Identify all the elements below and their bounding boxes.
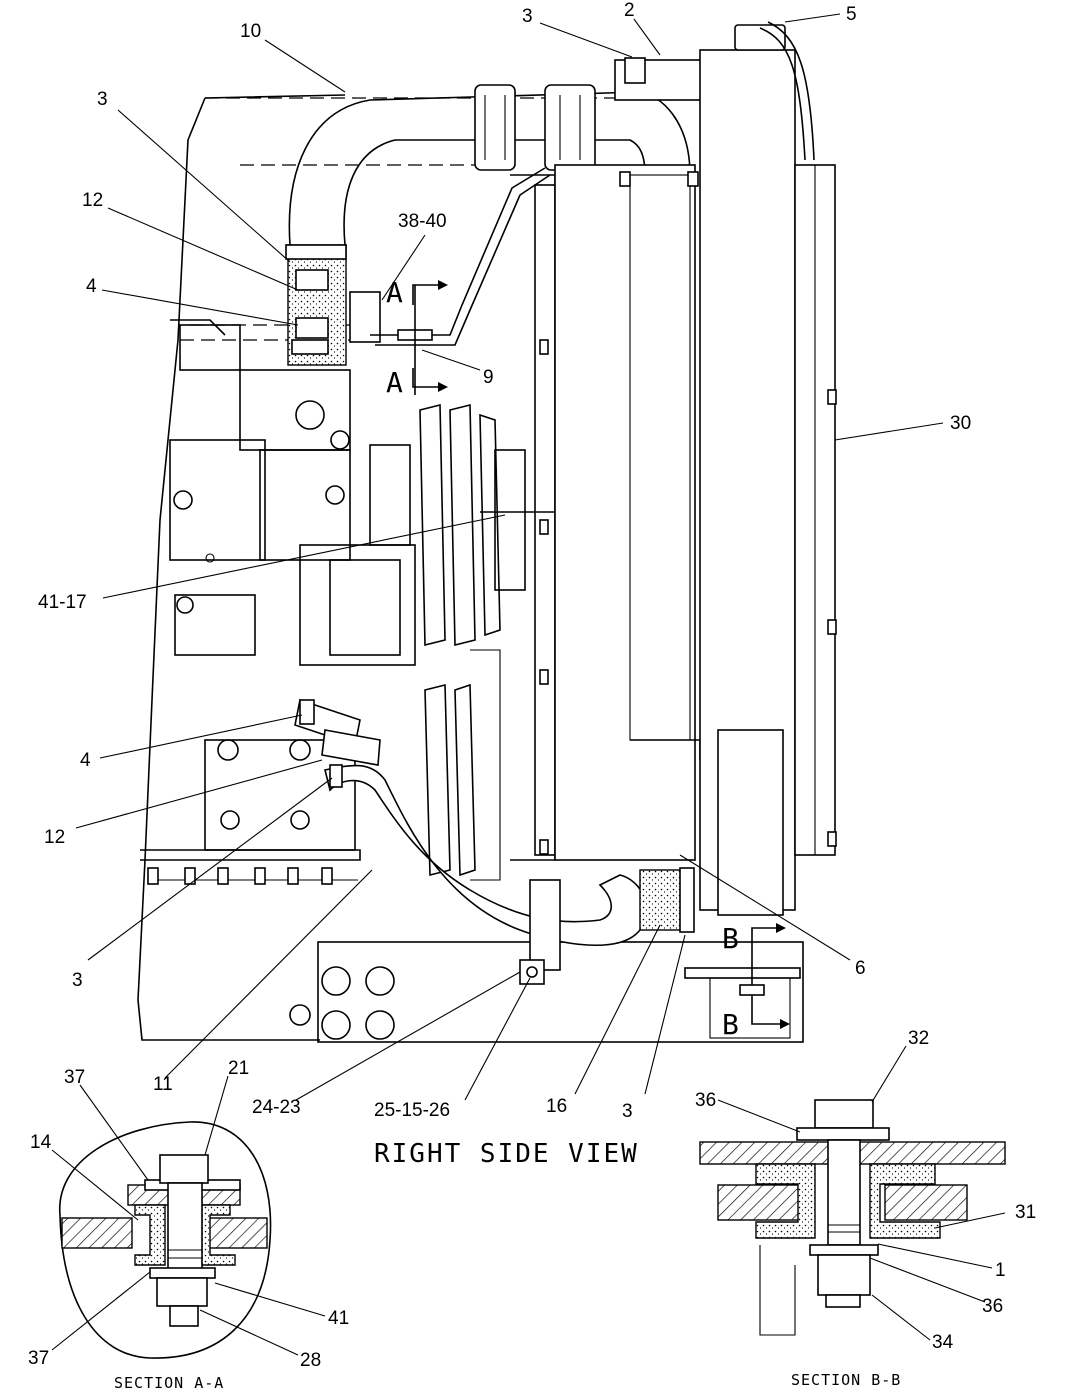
upper-hose [288, 57, 716, 246]
section-a-a-label: SECTION A-A [114, 1374, 224, 1392]
callout-3-top: 3 [522, 6, 533, 27]
section-marker-a: A A [386, 276, 448, 399]
callout-41-17: 41-17 [38, 592, 87, 613]
callout-9: 9 [483, 367, 494, 388]
section-marker-b: B B [722, 922, 790, 1041]
callout-3-lower: 3 [72, 970, 83, 991]
aa-callout-41: 41 [328, 1308, 349, 1329]
callout-11: 11 [153, 1074, 173, 1095]
radiator-bolts [539, 171, 837, 855]
aa-callout-37-top: 37 [64, 1067, 85, 1088]
callout-16: 16 [546, 1096, 567, 1117]
callout-3-left: 3 [97, 89, 108, 110]
bb-callout-36-top: 36 [695, 1090, 716, 1111]
leader-lines [75, 13, 944, 1101]
lower-hose [324, 764, 695, 985]
lower-hose-clamps [294, 698, 381, 788]
fan-drive-pulleys [299, 403, 555, 881]
section-b-b-label: SECTION B-B [791, 1371, 901, 1389]
bb-callout-36-bottom: 36 [982, 1296, 1003, 1317]
callout-25-15-26: 25-15-26 [374, 1100, 450, 1121]
section-b-b-detail: 32 36 31 1 36 34 SECTION B-B [695, 1028, 1036, 1389]
callout-2: 2 [624, 0, 635, 21]
bb-callout-1: 1 [995, 1260, 1006, 1281]
callout-30: 30 [950, 413, 971, 434]
callout-5: 5 [846, 4, 857, 25]
bracket-rod [370, 167, 551, 395]
mount-bracket-b [684, 950, 801, 1039]
section-a-a-detail: 37 21 14 41 37 28 SECTION A-A [28, 1058, 349, 1392]
aa-callout-14: 14 [30, 1132, 52, 1153]
callout-3-bottom: 3 [622, 1101, 633, 1122]
plate-bolts [289, 966, 395, 1040]
callout-12-upper: 12 [82, 190, 103, 211]
callout-labels: 3 2 5 10 3 12 38-40 4 9 30 41-17 4 12 3 … [38, 0, 971, 1122]
callout-6: 6 [855, 958, 866, 979]
section-a-top-letter: A [386, 276, 403, 309]
bb-callout-31: 31 [1015, 1202, 1036, 1223]
bb-callout-32: 32 [908, 1028, 929, 1049]
bb-callout-34: 34 [932, 1332, 954, 1353]
upper-hose-clamps [285, 244, 381, 366]
aa-callout-21: 21 [228, 1058, 249, 1079]
section-b-top-letter: B [722, 922, 739, 955]
aa-callout-28: 28 [300, 1350, 321, 1371]
engine-block [137, 94, 804, 1043]
callout-24-23: 24-23 [252, 1097, 301, 1118]
view-title: RIGHT SIDE VIEW [374, 1139, 639, 1169]
callout-12-lower: 12 [44, 827, 65, 848]
callout-10: 10 [240, 21, 261, 42]
bottom-bolts [147, 867, 333, 885]
section-b-bottom-letter: B [722, 1008, 739, 1041]
aa-callout-37-bottom: 37 [28, 1348, 49, 1369]
callout-4-lower: 4 [80, 750, 91, 771]
callout-4-upper: 4 [86, 276, 97, 297]
callout-38-40: 38-40 [398, 211, 447, 232]
section-a-bottom-letter: A [386, 366, 403, 399]
